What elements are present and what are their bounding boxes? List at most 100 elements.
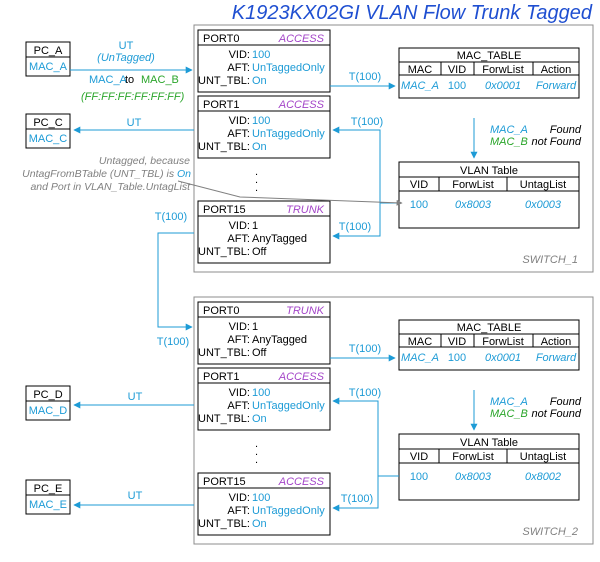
switch1-vlan-table-cell-0: 100 [410,199,428,211]
switch1-lookup-result-1: not Found [531,136,581,148]
switch1-port15-box-label-2: UNT_TBL: [198,246,250,258]
switch1-port15-box [197,200,331,264]
switch1-port0-box-value-2: On [252,75,267,87]
switch2-port1-box-value-1: UnTaggedOnly [252,400,325,412]
switch2-vlan-table-cell-1: 0x8003 [455,471,492,483]
switch2-lookup-result-1: not Found [531,408,581,420]
switch1-port1-box-label-1: AFT: [227,128,250,140]
note-line-3: and Port in VLAN_Table.UntagList [30,181,191,193]
switch1-mac-table-cell-1: 100 [448,80,466,92]
switch1-t100-label-0: T(100) [349,71,381,83]
switch-1-frame [193,24,594,273]
switch1-t100-label-2: T(100) [339,221,371,233]
switch1-port1-box [197,95,331,159]
frame-mac-a: MAC_A [89,74,128,86]
switch2-mac-table-header-0: MAC [408,336,433,348]
switch1-port1-box-title: PORT1 [203,99,239,111]
switch1-vlan-to-port15-arrow [332,203,381,240]
ellipsis-dot-3: . [255,438,258,450]
switch-1-label: SWITCH_1 [522,254,578,266]
switch1-vlan-table [398,161,580,229]
switch2-vlan-table-header-0: VID [410,451,428,463]
pc-c-box-name: PC_C [33,117,62,129]
switch1-port15-box-value-1: AnyTagged [252,233,307,245]
switch1-mac-table-title: MAC_TABLE [457,50,522,62]
switch2-port15-box-label-0: VID: [229,492,250,504]
switch2-lookup-mac-1: MAC_B [490,408,528,420]
switch2-port0-box [197,301,331,365]
switch1-mac-table-header-2: ForwList [482,64,524,76]
switch2-port1-box-label-1: AFT: [227,400,250,412]
switch1-vlan-table-header-0: VID [410,179,428,191]
switch1-port15-box-mode: TRUNK [286,204,325,216]
switch2-lookup-result-0: Found [550,396,582,408]
switch1-port1-box-label-0: VID: [229,115,250,127]
switch2-t100-label-2: T(100) [341,493,373,505]
switch1-port15-box-value-2: Off [252,246,267,258]
switch2-port15-box-mode: ACCESS [278,476,325,488]
switch1-mac-table-cell-3: Forward [536,80,577,92]
trunk-t100-label-1: T(100) [155,211,187,223]
switch1-lookup-mac-1: MAC_B [490,136,528,148]
switch1-vlan-to-port1-arrow [332,126,399,204]
diagram-title: K1923KX02GI VLAN Flow Trunk Tagged [231,2,592,24]
switch-2-label: SWITCH_2 [522,526,578,538]
switch2-mac-table-header-3: Action [541,336,572,348]
switch1-lookup-result-0: Found [550,124,582,136]
switch2-port15-box-value-0: 100 [252,492,270,504]
switch2-t100-label-1: T(100) [349,387,381,399]
switch2-vlan-table-title: VLAN Table [460,437,518,449]
switch1-port0-box-mode: ACCESS [278,33,325,45]
switch1-mac-table-header-0: MAC [408,64,433,76]
switch2-mac-table [398,319,580,371]
switch2-mac-table-header-1: VID [448,336,466,348]
switch2-vlan-table-header-1: ForwList [452,451,494,463]
pc-a-box-name: PC_A [34,45,63,57]
switch1-port15-box-value-0: 1 [252,220,258,232]
switch2-mac-table-cell-3: Forward [536,352,577,364]
switch1-port1-box-value-0: 100 [252,115,270,127]
switch1-port15-box-label-0: VID: [229,220,250,232]
trunk-link-arrow [157,232,194,331]
switch2-vlan-to-port1-arrow [332,397,399,477]
switch2-port1-box-title: PORT1 [203,371,239,383]
pc-a-untagged-label: (UnTagged) [97,52,155,64]
switch1-port0-box-label-2: UNT_TBL: [198,75,250,87]
switch1-mac-table [398,47,580,99]
switch1-vlan-table-cell-2: 0x0003 [525,199,562,211]
switch1-lookup-mac-0: MAC_A [490,124,528,136]
switch1-vlan-table-cell-1: 0x8003 [455,199,492,211]
switch1-vlan-table-title: VLAN Table [460,165,518,177]
switch2-port15-box-title: PORT15 [203,476,246,488]
frame-broadcast: (FF:FF:FF:FF:FF:FF) [81,91,185,103]
switch2-port15-box-label-2: UNT_TBL: [198,518,250,530]
switch2-port1-box-mode: ACCESS [278,371,325,383]
switch2-port15-box-value-2: On [252,518,267,530]
switch2-vlan-table-header-2: UntagList [520,451,566,463]
switch1-port15-box-title: PORT15 [203,204,246,216]
ellipsis-dot-0: . [255,166,258,178]
switch1-port1-box-value-1: UnTaggedOnly [252,128,325,140]
switch2-vlan-table [398,433,580,501]
switch2-vlan-to-port15-arrow [332,476,379,512]
pc-d-ut-label: UT [128,391,143,403]
pc-e-box-name: PC_E [34,483,63,495]
pc-d-box-name: PC_D [33,389,62,401]
note-line-2: UntagFromBTable (UNT_TBL) is On [22,168,191,180]
switch2-port1-box-label-0: VID: [229,387,250,399]
switch1-vlan-table-header-2: UntagList [520,179,566,191]
ellipsis-dot-4: . [255,446,258,458]
pc-c-ut-label: UT [127,117,142,129]
switch2-mac-table-cell-0: MAC_A [401,352,439,364]
switch2-mac-table-title: MAC_TABLE [457,322,522,334]
switch2-port0-box-value-2: Off [252,347,267,359]
switch2-port1-box-label-2: UNT_TBL: [198,413,250,425]
pc-e-box-mac: MAC_E [29,499,67,511]
switch2-mac-table-cell-2: 0x0001 [485,352,521,364]
switch-2-frame [193,296,594,545]
switch1-port0-box-title: PORT0 [203,33,239,45]
switch2-port15-box-label-1: AFT: [227,505,250,517]
switch2-port0-box-label-1: AFT: [227,334,250,346]
